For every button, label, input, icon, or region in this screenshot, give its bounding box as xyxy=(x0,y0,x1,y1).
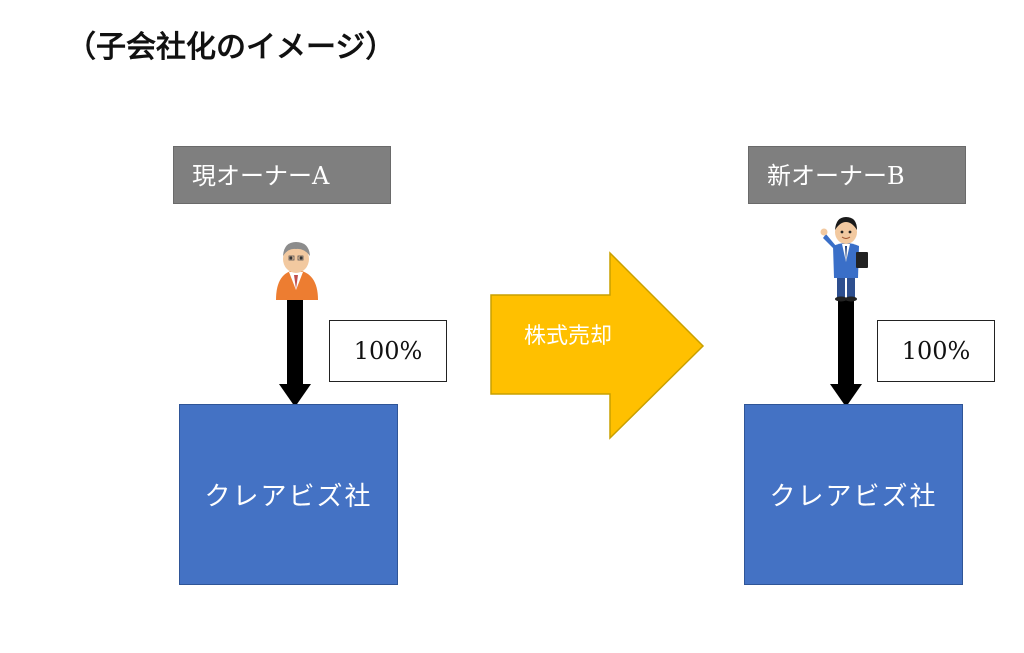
new-ownership-percentage: 100% xyxy=(877,320,995,382)
new-owner-box: 新オーナーB xyxy=(748,146,966,204)
company-box-after: クレアビズ社 xyxy=(744,404,963,585)
left-ownership-arrow xyxy=(279,300,311,407)
page-title: （子会社化のイメージ） xyxy=(66,30,396,65)
share-sale-arrow xyxy=(490,251,705,440)
current-owner-figure-icon xyxy=(276,242,318,300)
current-owner-box: 現オーナーA xyxy=(173,146,391,204)
current-ownership-percentage: 100% xyxy=(329,320,447,382)
new-owner-figure-icon xyxy=(820,217,868,302)
share-sale-label: 株式売却 xyxy=(524,324,613,349)
company-box-before: クレアビズ社 xyxy=(179,404,398,585)
right-ownership-arrow xyxy=(830,300,862,407)
